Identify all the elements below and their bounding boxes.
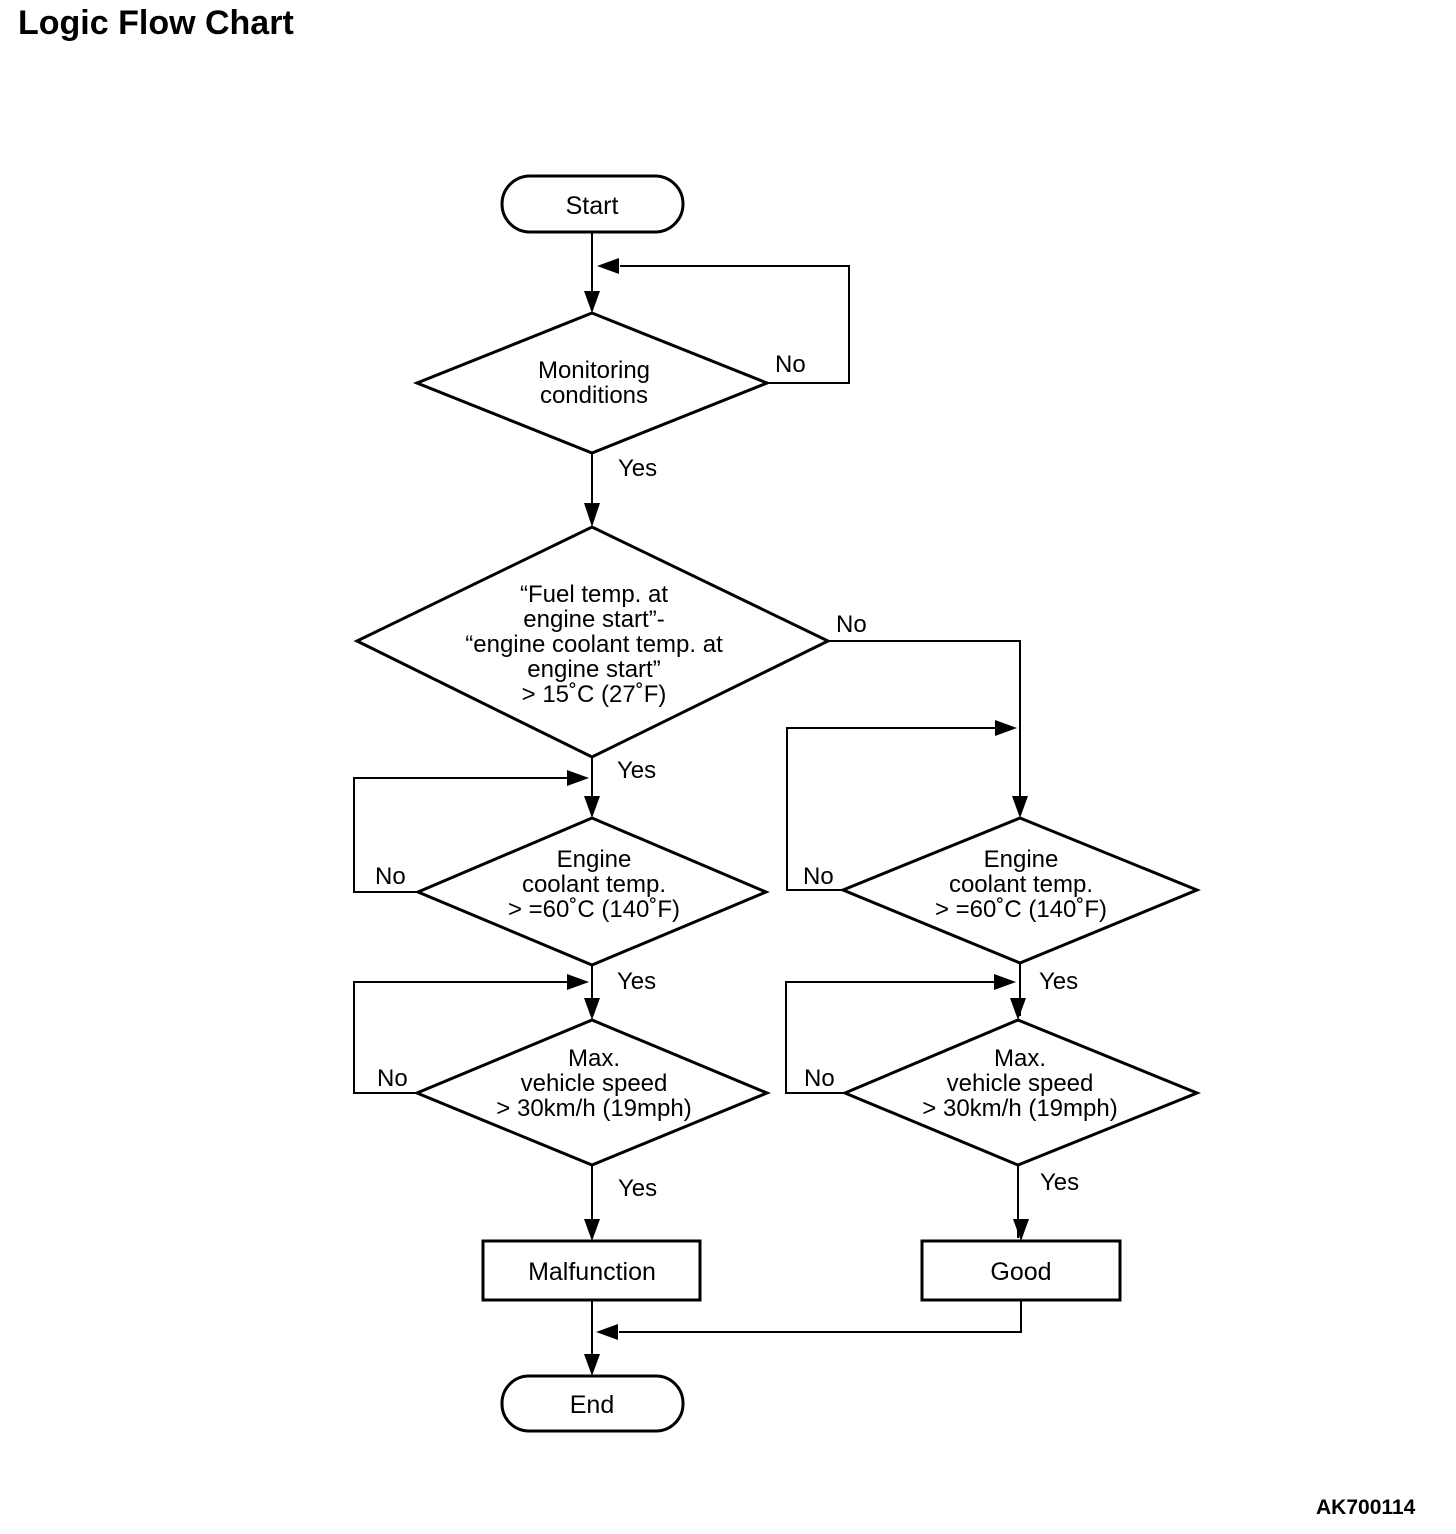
coolant-left-label-line1: Engine (557, 846, 632, 873)
label-monitoring-yes: Yes (618, 455, 657, 482)
arrowhead-into-monitoring-icon (584, 291, 600, 313)
good-label: Good (990, 1258, 1051, 1286)
connector-good-to-merge (619, 1300, 1022, 1333)
speed-left-label-line2: vehicle speed (521, 1070, 668, 1097)
coolant-right-label-line3: > =60˚C (140˚F) (935, 896, 1107, 923)
arrowhead-into-coolant-left-icon (584, 796, 600, 818)
fuel-label-line1: “Fuel temp. at (520, 581, 668, 608)
fuel-label-line2: engine start”- (523, 606, 664, 633)
good-box (920, 1239, 1122, 1302)
engine-coolant-temp-right-decision (839, 816, 1201, 965)
label-monitoring-no: No (775, 351, 806, 378)
label-fuel-no: No (836, 611, 867, 638)
monitoring-label-line2: conditions (540, 382, 648, 409)
connector-coolant-left-no-loop (353, 777, 569, 893)
malfunction-box (481, 1239, 702, 1302)
coolant-left-label-line3: > =60˚C (140˚F) (508, 896, 680, 923)
connector-monitoring-no-loop (620, 265, 850, 384)
label-coolant-right-no: No (803, 863, 834, 890)
arrowhead-into-speed-left-icon (584, 998, 600, 1020)
max-vehicle-speed-left-decision (413, 1018, 771, 1167)
speed-left-label-line1: Max. (568, 1045, 620, 1072)
start-node (500, 174, 685, 234)
arrowhead-coolant-right-loop-icon (995, 720, 1017, 736)
arrowhead-into-fuel-icon (584, 503, 600, 527)
label-speed-left-no: No (377, 1065, 408, 1092)
arrowhead-speed-right-loop-icon (994, 974, 1016, 990)
arrowhead-into-end-icon (584, 1354, 600, 1376)
engine-coolant-temp-left-decision (414, 816, 770, 967)
label-coolant-left-yes: Yes (617, 968, 656, 995)
label-coolant-right-yes: Yes (1039, 968, 1078, 995)
coolant-left-label-line2: coolant temp. (522, 871, 666, 898)
connector-speed-right-no-loop (785, 981, 996, 1094)
fuel-label-line5: > 15˚C (27˚F) (522, 681, 667, 708)
label-speed-right-no: No (804, 1065, 835, 1092)
start-label: Start (566, 192, 619, 220)
speed-right-label-line3: > 30km/h (19mph) (922, 1095, 1117, 1122)
connector-coolant-right-no-loop (786, 727, 997, 891)
speed-right-label-line1: Max. (994, 1045, 1046, 1072)
fuel-temp-decision (353, 525, 832, 759)
label-coolant-left-no: No (375, 863, 406, 890)
arrowhead-coolant-left-loop-icon (567, 770, 589, 786)
speed-left-label-line3: > 30km/h (19mph) (496, 1095, 691, 1122)
label-fuel-yes: Yes (617, 757, 656, 784)
end-label: End (570, 1391, 614, 1419)
arrowhead-monitoring-loop-icon (597, 258, 619, 274)
arrowhead-into-speed-right-icon (1010, 998, 1026, 1020)
end-node (500, 1374, 685, 1433)
arrowhead-speed-left-loop-icon (567, 974, 589, 990)
max-vehicle-speed-right-decision (841, 1018, 1201, 1167)
arrowhead-into-malfunction-icon (584, 1219, 600, 1241)
connector-fuel-no-branch (828, 640, 1021, 814)
monitoring-conditions-decision (412, 311, 772, 455)
speed-right-label-line2: vehicle speed (947, 1070, 1094, 1097)
fuel-label-line3: “engine coolant temp. at (465, 631, 723, 658)
arrowhead-into-coolant-right-icon (1012, 796, 1028, 818)
arrowhead-into-good-icon (1013, 1219, 1029, 1241)
connector-speed-left-no-loop (353, 981, 569, 1094)
figure-code: AK700114 (1316, 1496, 1416, 1519)
page-title: Logic Flow Chart (18, 4, 294, 42)
monitoring-label-line1: Monitoring (538, 357, 650, 384)
malfunction-label: Malfunction (528, 1258, 656, 1286)
coolant-right-label-line1: Engine (984, 846, 1059, 873)
coolant-right-label-line2: coolant temp. (949, 871, 1093, 898)
label-speed-left-yes: Yes (618, 1175, 657, 1202)
label-speed-right-yes: Yes (1040, 1169, 1079, 1196)
fuel-label-line4: engine start” (527, 656, 660, 683)
arrowhead-merge-icon (596, 1324, 618, 1340)
